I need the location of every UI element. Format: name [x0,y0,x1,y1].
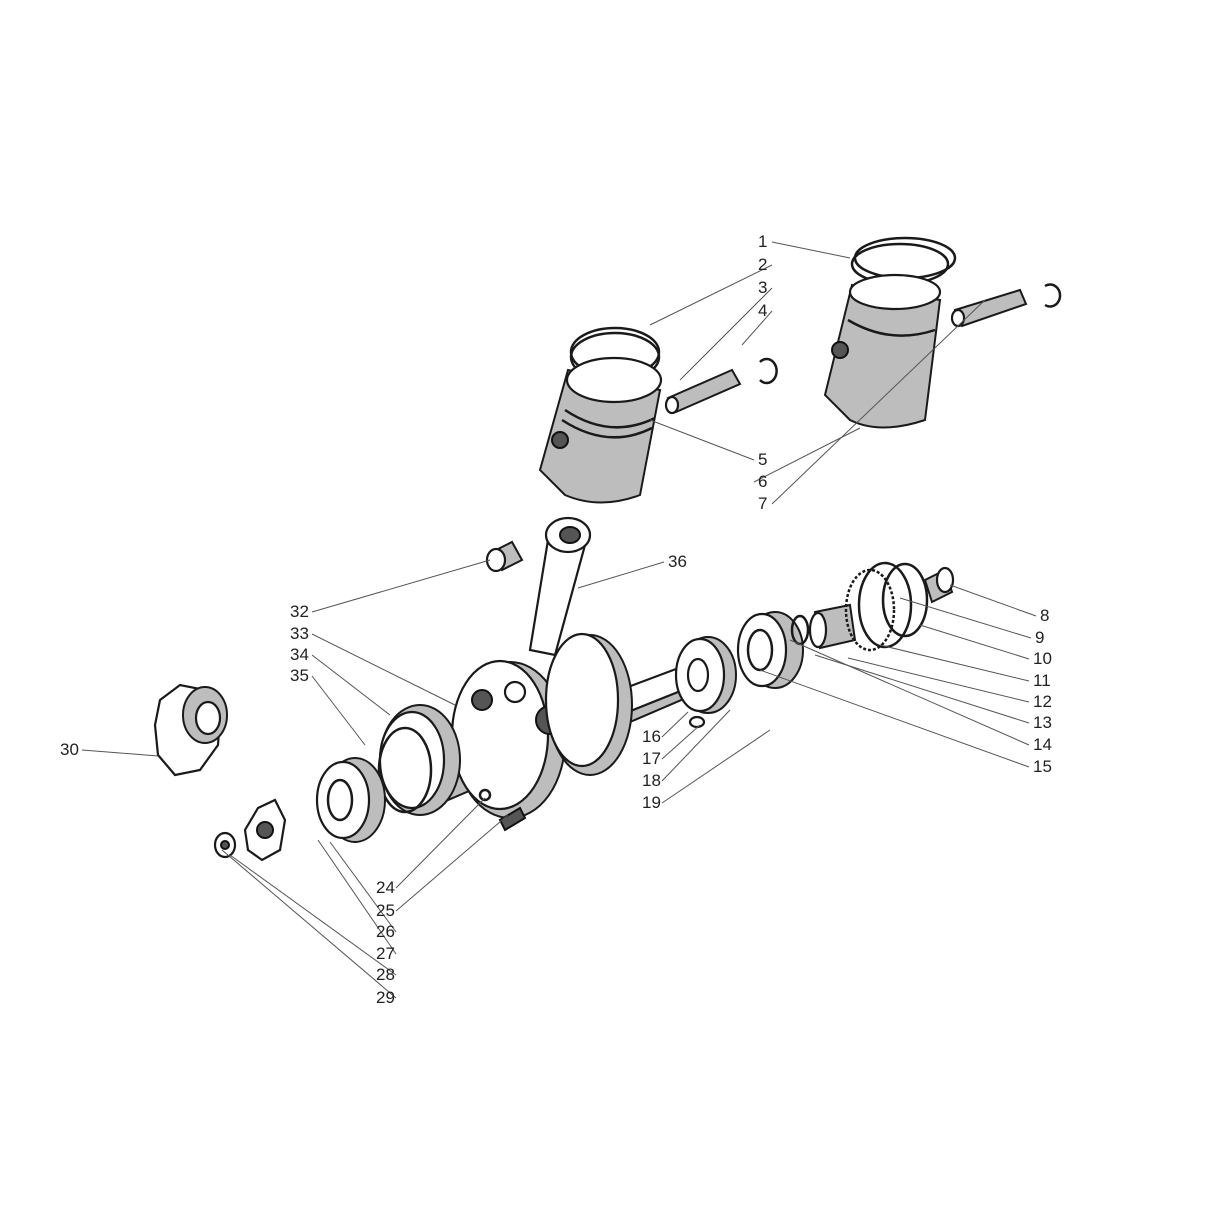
callout-label-5: 5 [758,450,767,469]
leader-line-2 [649,264,773,326]
callout-label-9: 9 [1035,628,1044,647]
callout-label-1: 1 [758,232,767,251]
leader-line-27 [317,839,397,955]
leader-lines [81,241,1037,999]
leader-line-18 [661,709,731,782]
callout-labels: 1234567891011121314151617181924252627282… [60,232,1052,1007]
callout-label-8: 8 [1040,606,1049,625]
leader-line-6 [753,427,861,483]
leader-line-33 [311,633,456,706]
oil-seal-35 [377,704,461,816]
piston-left [538,356,663,504]
leader-line-36 [577,561,665,589]
small-end-bush [485,540,524,573]
piston-right [823,273,942,429]
leader-line-7 [771,299,986,505]
circlip-left [759,357,778,385]
callout-label-32: 32 [290,602,309,621]
callout-label-33: 33 [290,624,309,643]
callout-label-10: 10 [1033,649,1052,668]
leader-line-9 [899,597,1032,639]
leader-line-17 [661,724,701,760]
washer-24 [478,788,492,802]
nut-29 [213,831,237,859]
callout-label-34: 34 [290,645,309,664]
circlip-right [1044,283,1062,308]
bearing-16 [674,636,737,714]
leader-line-11 [879,644,1030,682]
leader-line-15 [759,669,1030,768]
callout-label-24: 24 [376,878,395,897]
leader-line-28 [229,854,397,976]
leader-line-3 [679,287,773,381]
leader-line-25 [395,814,509,912]
bevel-gear-27 [243,798,287,862]
leader-line-34 [311,654,391,716]
crankshaft [438,632,730,832]
callout-label-7: 7 [758,494,767,513]
leader-line-24 [395,797,486,889]
callout-label-17: 17 [642,749,661,768]
gear-9 [844,561,929,652]
callout-label-26: 26 [376,922,395,941]
leader-line-8 [949,584,1037,617]
leader-line-29 [221,849,397,999]
callout-label-25: 25 [376,901,395,920]
piston-pin-left [664,368,742,415]
callout-label-11: 11 [1033,671,1051,690]
callout-label-35: 35 [290,666,309,685]
callout-label-30: 30 [60,740,79,759]
callout-label-3: 3 [758,278,767,297]
leader-line-1 [771,241,851,259]
leader-line-4 [741,310,773,346]
callout-label-14: 14 [1033,735,1052,754]
callout-label-28: 28 [376,965,395,984]
callout-label-19: 19 [642,793,661,812]
shaft-end-8 [923,566,955,604]
callout-label-16: 16 [642,727,661,746]
callout-label-6: 6 [758,472,767,491]
callout-label-12: 12 [1033,692,1052,711]
callout-label-15: 15 [1033,757,1052,776]
leader-line-10 [919,624,1030,660]
woodruff-key-17 [688,715,706,729]
leader-line-35 [311,675,366,746]
callout-label-29: 29 [376,988,395,1007]
leader-line-30 [81,749,159,757]
leader-line-32 [311,559,491,613]
bearing-15 [736,611,804,689]
leader-line-26 [329,841,397,933]
leader-line-5 [649,419,755,461]
leader-line-14 [789,639,1030,746]
connecting-rod [528,516,592,657]
callout-label-36: 36 [668,552,687,571]
callout-label-4: 4 [758,301,767,320]
leader-line-12 [847,657,1030,703]
callout-label-18: 18 [642,771,661,790]
bearing-26 [315,757,386,843]
callout-label-13: 13 [1033,713,1052,732]
callout-label-27: 27 [376,944,395,963]
leader-line-19 [661,729,771,804]
bevel-gear-30 [153,683,228,777]
callout-label-2: 2 [758,255,767,274]
leader-line-16 [661,711,689,738]
